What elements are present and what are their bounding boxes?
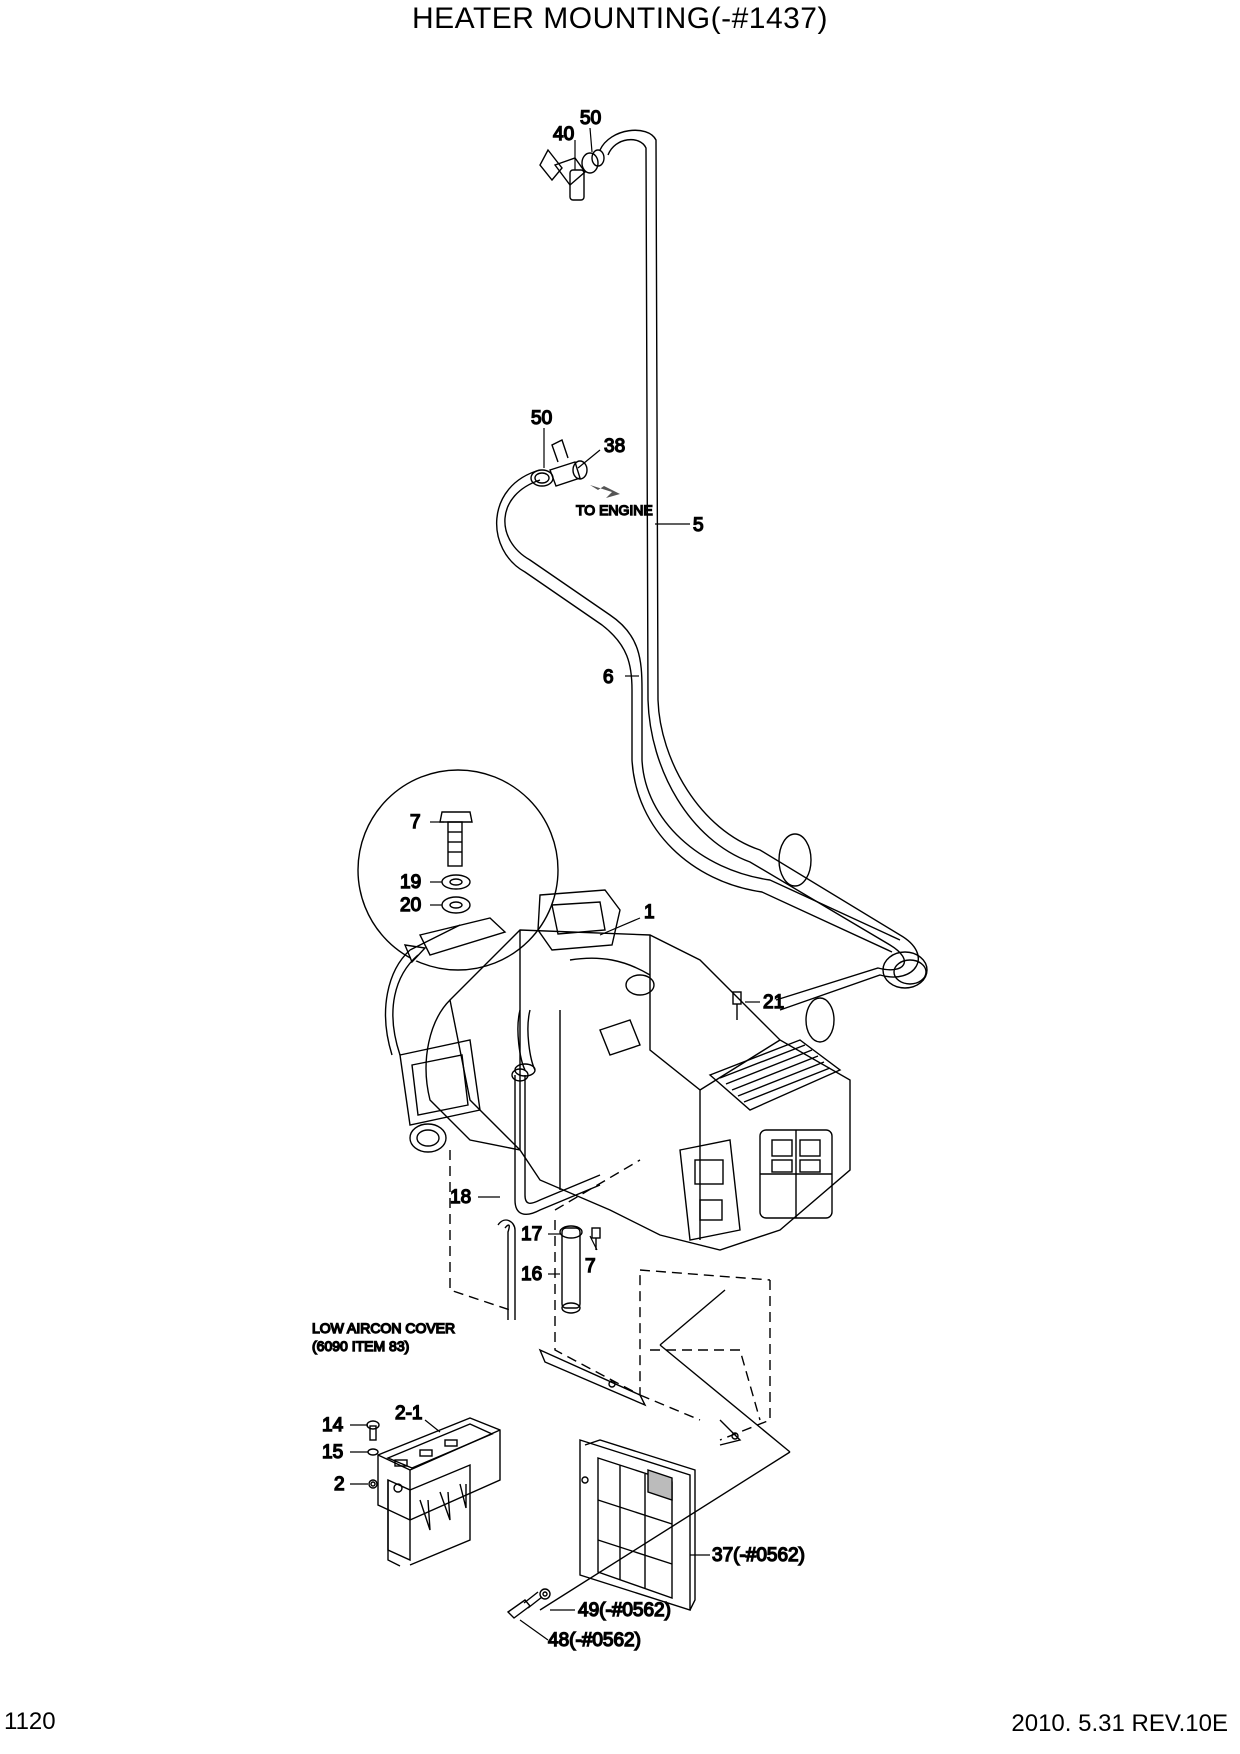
low-aircon-note-line2: (6090 ITEM 83) [312,1338,409,1354]
revision-stamp: 2010. 5.31 REV.10E [1011,1710,1228,1737]
covers-dashed [449,1150,771,1441]
hose-6 [495,469,901,953]
callout-16: 16 [521,1264,542,1285]
valve-38 [530,439,620,498]
cover-37 [579,1439,696,1611]
hose-16 [497,1219,601,1320]
callout-2: 2 [334,1474,345,1495]
screw-48 [506,1588,551,1619]
control-panel [368,1417,501,1567]
callout-38: 38 [604,436,625,457]
callout-5: 5 [693,515,704,536]
callout-6: 6 [603,667,614,688]
callout-50-mid: 50 [531,408,552,429]
callout-20: 20 [400,895,421,916]
valve-40 [539,148,605,201]
detail-bubble [357,769,559,1056]
callout-2-1: 2-1 [395,1403,422,1424]
hose-clamps [778,833,928,1043]
washer-15 [367,1448,379,1456]
callout-7-bolt: 7 [410,812,421,833]
callout-21: 21 [763,992,784,1013]
hose-5 [599,129,919,1011]
hose-18 [514,1075,601,1216]
callout-15: 15 [322,1442,343,1463]
callout-leaders [350,127,760,1641]
page-title: HEATER MOUNTING(-#1437) [411,2,828,35]
page-number: 1120 [4,1708,56,1735]
low-aircon-note-line1: LOW AIRCON COVER [312,1320,455,1336]
callout-18: 18 [450,1187,471,1208]
callout-37: 37(-#0562) [712,1545,805,1566]
heater-unit [399,889,851,1251]
screw-14 [366,1420,380,1441]
callout-14: 14 [322,1415,344,1436]
callout-1: 1 [644,902,655,923]
callout-19: 19 [400,872,421,893]
to-engine-note: TO ENGINE [576,502,653,518]
leader-lines [539,1289,791,1611]
callout-7-screw: 7 [585,1256,596,1277]
cover-brackets [538,1348,742,1446]
callout-49: 49(-#0562) [578,1600,671,1621]
callout-50-top: 50 [580,108,601,129]
callout-40: 40 [553,124,574,145]
callout-48: 48(-#0562) [548,1630,641,1651]
callout-17: 17 [521,1224,542,1245]
